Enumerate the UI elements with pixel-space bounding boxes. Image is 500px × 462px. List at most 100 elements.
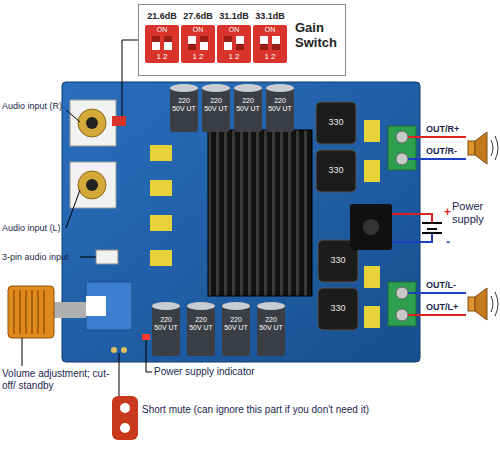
pcb-board bbox=[62, 82, 420, 362]
switch-toggle bbox=[188, 44, 196, 50]
switch-body: ON1 2 bbox=[181, 25, 215, 63]
terminal-label: OUT/L- bbox=[426, 280, 456, 290]
power-led bbox=[142, 334, 150, 340]
inductor bbox=[316, 102, 356, 144]
switch-body: ON 1 2 bbox=[145, 25, 179, 63]
switch-body: ON 1 2 bbox=[253, 25, 287, 63]
battery-symbol bbox=[422, 223, 442, 233]
callout-label: 3-pin audio input bbox=[2, 252, 69, 262]
output-terminals bbox=[388, 126, 416, 326]
jumper-hole bbox=[120, 423, 130, 433]
terminal-screw bbox=[396, 287, 408, 299]
switch-numbers: 1 2 bbox=[217, 52, 251, 61]
negative-wire bbox=[392, 234, 432, 242]
mute-pin bbox=[121, 347, 127, 353]
terminal-screw bbox=[396, 309, 408, 321]
potentiometer-face bbox=[86, 296, 106, 316]
positive-wire bbox=[392, 214, 432, 222]
callout-label: Audio input (R) bbox=[2, 101, 62, 111]
film-capacitor bbox=[364, 120, 380, 142]
film-capacitor bbox=[364, 160, 380, 182]
bottom-capacitors bbox=[152, 302, 285, 356]
gain-value: 27.6dB bbox=[178, 11, 218, 21]
positive-wire bbox=[408, 314, 466, 316]
callout-label: Power supply indicator bbox=[154, 366, 255, 378]
rca-ring bbox=[78, 171, 106, 199]
callout-label: Audio input (L) bbox=[2, 223, 61, 233]
switch-numbers: 1 2 bbox=[145, 52, 179, 61]
leader-line bbox=[122, 40, 138, 116]
switch-body: ON1 2 bbox=[217, 25, 251, 63]
terminal-screw bbox=[396, 131, 408, 143]
film-capacitor bbox=[150, 180, 172, 196]
switch-slot bbox=[200, 36, 208, 50]
capacitor-top bbox=[152, 302, 180, 310]
film-capacitors bbox=[150, 120, 380, 328]
capacitor-top bbox=[187, 302, 215, 310]
capacitor-body bbox=[234, 86, 262, 132]
leader-line bbox=[66, 190, 80, 228]
gain-value: 31.1dB bbox=[214, 11, 254, 21]
film-capacitor bbox=[150, 250, 172, 266]
film-capacitor bbox=[364, 306, 380, 328]
three-pin-connector bbox=[96, 250, 118, 264]
leader-line bbox=[22, 338, 23, 366]
capacitor-top bbox=[202, 84, 230, 92]
board-dip-switch bbox=[112, 116, 126, 126]
speaker-magnet bbox=[468, 297, 475, 311]
switch-toggle bbox=[164, 36, 172, 42]
terminal-label: OUT/L+ bbox=[426, 302, 458, 312]
switch-on-label: ON bbox=[253, 26, 287, 34]
capacitor-rating: 220 50V UT bbox=[268, 97, 292, 113]
jumper-hole bbox=[120, 403, 130, 413]
rca-pin bbox=[86, 117, 98, 129]
potentiometer bbox=[86, 282, 132, 330]
sound-waves bbox=[491, 136, 498, 160]
speaker-symbol bbox=[468, 288, 498, 320]
switch-toggle bbox=[224, 36, 232, 42]
inductor bbox=[316, 150, 356, 192]
rca-housing bbox=[70, 100, 116, 146]
capacitor-top bbox=[257, 302, 285, 310]
capacitor-rating: 220 50V UT bbox=[259, 316, 283, 332]
terminal-block bbox=[388, 126, 416, 170]
speaker-symbol bbox=[468, 132, 498, 164]
battery-plate bbox=[422, 222, 442, 224]
rca-housing bbox=[70, 162, 116, 208]
capacitor-top bbox=[170, 84, 198, 92]
battery-plate bbox=[427, 228, 437, 230]
knob-ridges bbox=[14, 290, 44, 334]
capacitor-rating: 220 50V UT bbox=[154, 316, 178, 332]
power-jack bbox=[350, 204, 392, 250]
speaker-magnet bbox=[468, 141, 475, 155]
rca-pin bbox=[86, 179, 98, 191]
switch-on-label: ON bbox=[181, 26, 215, 34]
callout-label: Volume adjustment; cut-off/ standby bbox=[2, 368, 110, 391]
panel-title: Gain Switch bbox=[295, 21, 343, 51]
switch-toggle bbox=[152, 36, 160, 42]
positive-wire bbox=[408, 136, 466, 138]
top-capacitors bbox=[170, 84, 294, 132]
battery-plate bbox=[422, 232, 442, 234]
rca-ring bbox=[78, 109, 106, 137]
capacitor-body bbox=[202, 86, 230, 132]
terminal-label: OUT/R+ bbox=[426, 124, 459, 134]
capacitor-top bbox=[234, 84, 262, 92]
switch-slot bbox=[272, 36, 280, 50]
capacitor-body bbox=[266, 86, 294, 132]
inductor bbox=[318, 288, 358, 330]
switch-numbers: 1 2 bbox=[253, 52, 287, 61]
switch-on-label: ON bbox=[145, 26, 179, 34]
capacitor-rating: 220 50V UT bbox=[224, 316, 248, 332]
polarity-sign: - bbox=[446, 236, 450, 250]
inductor-value: 330 bbox=[320, 165, 352, 175]
switch-slot bbox=[188, 36, 196, 50]
switch-slot bbox=[236, 36, 244, 50]
terminal-block bbox=[388, 282, 416, 326]
negative-wire bbox=[408, 158, 466, 160]
capacitor-rating: 220 50V UT bbox=[236, 97, 260, 113]
switch-toggle bbox=[272, 44, 280, 50]
leader-line bbox=[66, 110, 80, 122]
capacitor-body bbox=[152, 304, 180, 356]
